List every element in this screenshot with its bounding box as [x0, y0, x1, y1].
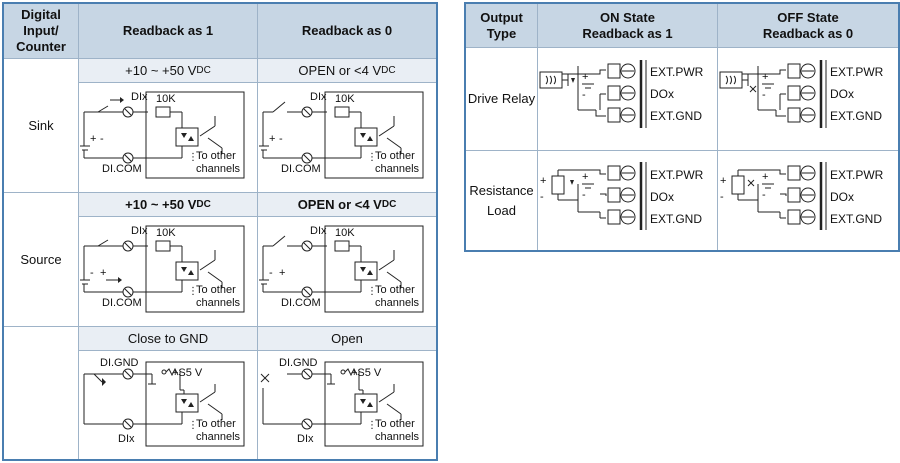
svg-text:channels: channels [375, 431, 420, 443]
svg-text:-: - [762, 89, 766, 101]
gnd-readback-0-circuit: DI.GND +S5 V DIx ⋮ To other channels [260, 357, 424, 447]
svg-text:-: - [279, 133, 283, 145]
header-digital-input-counter: Digital Input/ Counter [4, 4, 78, 58]
svg-text:DIx: DIx [310, 225, 327, 237]
row-label-sink: Sink [28, 117, 54, 133]
svg-text:EXT.GND: EXT.GND [830, 212, 882, 226]
svg-text:⋮: ⋮ [188, 286, 198, 297]
svg-text:+: + [720, 175, 726, 187]
gnd-condition-1: Close to GND [79, 327, 257, 350]
svg-text:channels: channels [196, 431, 241, 443]
svg-text:DI.COM: DI.COM [281, 163, 321, 175]
sink-readback-1-circuit: DIx 10K DI.COM + - ⋮ To other channels [80, 91, 245, 179]
svg-text:10K: 10K [335, 93, 355, 105]
resistance-load-on-circuit: + - + - EXT.PWR DOx EXT.GND [540, 162, 704, 230]
gnd-readback-1-circuit: DI.GND +S5 V DIx ⋮ To other channels [83, 357, 245, 447]
svg-text:EXT.PWR: EXT.PWR [830, 65, 884, 79]
resistance-load-off-circuit: + - + - EXT.PWR DOx EXT.GND [720, 162, 884, 230]
svg-text:DI.GND: DI.GND [279, 357, 318, 369]
svg-text:+: + [269, 133, 275, 145]
svg-text:EXT.PWR: EXT.PWR [650, 65, 704, 79]
svg-text:DI.COM: DI.COM [102, 297, 142, 309]
svg-text:-: - [100, 133, 104, 145]
svg-text:DIx: DIx [297, 433, 314, 445]
svg-text:EXT.PWR: EXT.PWR [830, 168, 884, 182]
svg-text:+S5 V: +S5 V [351, 367, 382, 379]
svg-text:EXT.GND: EXT.GND [650, 212, 702, 226]
gnd-condition-0: Open [258, 327, 436, 350]
svg-text:-: - [762, 189, 766, 201]
svg-text:10K: 10K [156, 93, 176, 105]
svg-text:+: + [762, 71, 768, 83]
header-readback-0: Readback as 0 [258, 4, 436, 58]
svg-text:To other: To other [375, 418, 415, 430]
svg-text:DIx: DIx [310, 91, 327, 103]
svg-text:To other: To other [196, 150, 236, 162]
row-label-source: Source [20, 251, 62, 267]
svg-text:-: - [269, 267, 273, 279]
svg-text:⋮: ⋮ [188, 420, 198, 431]
sink-readback-0-circuit: DIx 10K DI.COM + - ⋮ To other channels [259, 91, 424, 179]
svg-text:EXT.GND: EXT.GND [650, 109, 702, 123]
source-readback-0-circuit: DIx 10K DI.COM - + ⋮ To other channels [259, 225, 424, 313]
svg-text:EXT.PWR: EXT.PWR [650, 168, 704, 182]
svg-text:-: - [90, 267, 94, 279]
svg-text:EXT.GND: EXT.GND [830, 109, 882, 123]
svg-text:+: + [582, 71, 588, 83]
svg-text:-: - [582, 189, 586, 201]
row-label-drive-relay: Drive Relay [467, 91, 536, 106]
header-readback-1: Readback as 1 [79, 4, 257, 58]
svg-text:-: - [540, 191, 544, 203]
header-output-type: Output Type [466, 4, 537, 47]
row-label-gnd [4, 327, 78, 459]
svg-text:+: + [100, 267, 106, 279]
svg-text:DOx: DOx [650, 87, 674, 101]
svg-text:channels: channels [196, 297, 241, 309]
svg-text:10K: 10K [156, 227, 176, 239]
svg-text:+: + [279, 267, 285, 279]
svg-text:+: + [90, 133, 96, 145]
svg-text:channels: channels [375, 297, 420, 309]
svg-text:-: - [720, 191, 724, 203]
header-on-state: ON State Readback as 1 [538, 4, 717, 47]
svg-text:channels: channels [196, 163, 241, 175]
drive-relay-off-circuit: + - EXT.PWR DOx EXT.GND [719, 60, 884, 128]
svg-text:To other: To other [375, 284, 415, 296]
digital-output-table: Output Type ON State Readback as 1 OFF S… [464, 2, 900, 252]
svg-text:+: + [762, 171, 768, 183]
svg-text:To other: To other [196, 284, 236, 296]
svg-text:⋮: ⋮ [188, 152, 198, 163]
svg-text:channels: channels [375, 163, 420, 175]
header-off-state: OFF State Readback as 0 [718, 4, 898, 47]
svg-text:+S5 V: +S5 V [172, 367, 203, 379]
svg-text:To other: To other [196, 418, 236, 430]
svg-text:DIx: DIx [131, 91, 148, 103]
svg-text:DIx: DIx [118, 433, 135, 445]
svg-text:DI.COM: DI.COM [102, 163, 142, 175]
svg-text:To other: To other [375, 150, 415, 162]
svg-text:DI.GND: DI.GND [100, 357, 139, 369]
svg-text:DIx: DIx [131, 225, 148, 237]
svg-text:DOx: DOx [830, 87, 854, 101]
svg-text:10K: 10K [335, 227, 355, 239]
svg-text:DOx: DOx [650, 190, 674, 204]
svg-text:-: - [582, 89, 586, 101]
svg-text:⋮: ⋮ [367, 420, 377, 431]
digital-input-table: Digital Input/ Counter Readback as 1 Rea… [2, 2, 438, 461]
source-readback-1-circuit: DIx 10K DI.COM - + ⋮ To other channels [80, 225, 245, 313]
svg-text:DOx: DOx [830, 190, 854, 204]
row-label-resistance-load: Resistance Load [469, 182, 534, 218]
svg-text:+: + [582, 171, 588, 183]
drive-relay-on-circuit: + - EXT.PWR DOx EXT.GND [539, 60, 704, 128]
svg-text:⋮: ⋮ [367, 152, 377, 163]
svg-text:+: + [540, 175, 546, 187]
svg-text:DI.COM: DI.COM [281, 297, 321, 309]
svg-text:⋮: ⋮ [367, 286, 377, 297]
